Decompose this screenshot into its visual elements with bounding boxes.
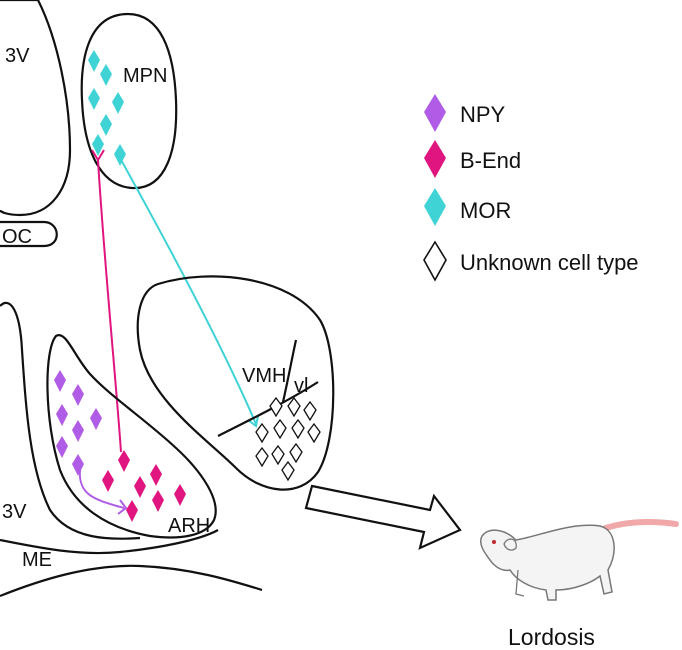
vmh-label: VMH	[242, 365, 286, 387]
rat-eye	[492, 540, 496, 544]
legend-npy-label: NPY	[460, 102, 506, 127]
unknown-cell	[303, 400, 317, 422]
mor-cells-mpn	[88, 50, 126, 166]
bend-projection-line	[97, 159, 122, 453]
legend-unknown-label: Unknown cell type	[460, 250, 639, 275]
bend-cells-arh	[102, 450, 186, 522]
unknown-cell	[291, 418, 305, 440]
npy-cell	[72, 384, 84, 406]
mpn-label: MPN	[123, 65, 167, 87]
mor-cell	[112, 92, 124, 114]
npy-cell	[72, 454, 84, 476]
vmh-vl-label: vl	[294, 375, 308, 397]
arh-label: ARH	[168, 515, 210, 537]
legend-bend-icon	[424, 140, 446, 178]
mpn-outline	[80, 12, 178, 190]
optic-chiasm-outline	[0, 220, 58, 248]
npy-cell	[56, 436, 68, 458]
rat-tail	[597, 519, 679, 533]
third-ventricle-top-label: 3V	[5, 45, 30, 67]
mor-cell	[88, 88, 100, 110]
bend-cell	[126, 500, 138, 522]
third-ventricle-bottom-label: 3V	[2, 501, 27, 523]
bend-cell	[102, 470, 114, 492]
bend-projection-terminal	[91, 149, 105, 162]
npy-cell	[56, 404, 68, 426]
mor-cell	[92, 134, 104, 156]
optic-chiasm-label: OC	[2, 226, 32, 248]
legend: NPY B-End MOR Unknown cell type	[423, 94, 639, 282]
bend-cell	[174, 484, 186, 506]
outcome-arrow	[304, 484, 462, 550]
third-ventricle-top-outline	[0, 0, 72, 217]
bend-cell	[118, 450, 130, 472]
npy-cells-arh	[54, 370, 102, 476]
median-eminence-outline	[0, 564, 263, 598]
vmh-vl-divider	[217, 339, 319, 437]
npy-cell	[54, 370, 66, 392]
rat-body	[479, 524, 615, 601]
bend-cell	[150, 464, 162, 486]
unknown-cell	[255, 422, 269, 444]
unknown-cell	[269, 396, 283, 418]
mor-projection-line	[119, 157, 257, 425]
arh-outline	[46, 334, 217, 539]
third-ventricle-bottom-outline	[0, 301, 141, 540]
vmh-outline	[136, 275, 335, 491]
mor-projection-terminal	[247, 415, 259, 428]
rat-front-paw	[515, 569, 525, 597]
bend-cell	[134, 476, 146, 498]
unknown-cell	[287, 396, 301, 418]
mor-cell	[88, 50, 100, 72]
unknown-cell	[281, 460, 295, 482]
legend-mor-label: MOR	[460, 198, 511, 223]
unknown-cell	[273, 418, 287, 440]
npy-cell	[72, 420, 84, 442]
unknown-cells-vmh	[255, 396, 321, 482]
mor-cell	[114, 144, 126, 166]
unknown-cell	[289, 442, 303, 464]
npy-projection-line	[78, 469, 125, 509]
npy-projection-terminal	[117, 499, 128, 515]
legend-npy-icon	[424, 94, 446, 132]
median-eminence-label: ME	[22, 549, 52, 571]
legend-unknown-icon	[423, 240, 447, 282]
unknown-cell	[307, 422, 321, 444]
bend-cell	[152, 490, 164, 512]
rat-ear	[503, 538, 517, 551]
rat-icon	[479, 519, 679, 601]
legend-mor-icon	[424, 188, 446, 226]
npy-cell	[90, 408, 102, 430]
legend-bend-label: B-End	[460, 148, 521, 173]
unknown-cell	[271, 444, 285, 466]
mor-cell	[100, 64, 112, 86]
unknown-cell	[255, 446, 269, 468]
outcome-label: Lordosis	[508, 624, 595, 650]
arh-ventricle-wall	[0, 529, 219, 555]
mor-cell	[100, 114, 112, 136]
